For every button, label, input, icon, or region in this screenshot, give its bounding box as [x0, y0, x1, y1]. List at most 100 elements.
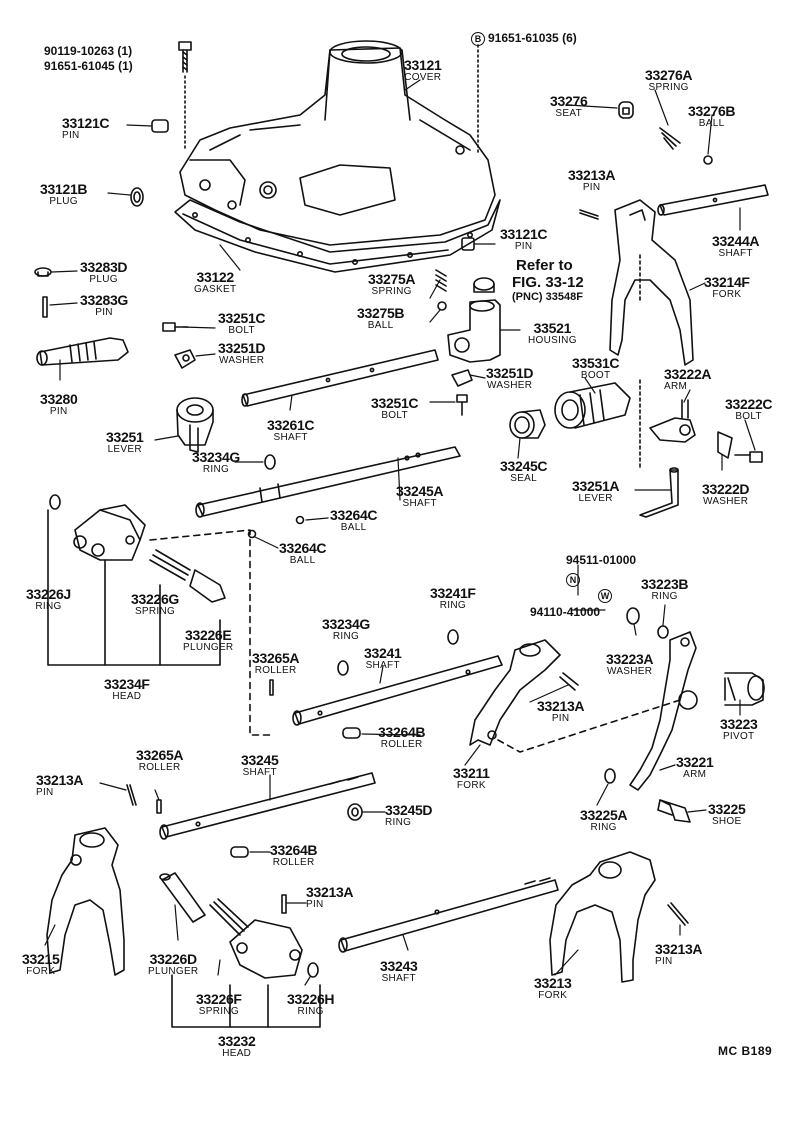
b-marker-icon: B — [471, 31, 485, 46]
reference-note: Refer to FIG. 33-12 (PNC) 33548F — [512, 257, 584, 303]
bolt-left-partnumbers: 90119-10263 (1) 91651-61045 (1) — [44, 44, 133, 74]
bolt-left-pn-2: 91651-61045 (1) — [44, 59, 133, 73]
cover-bolts — [178, 41, 479, 156]
cover-part — [179, 40, 496, 246]
center-upper-parts — [435, 237, 501, 416]
ring-33234g — [264, 454, 276, 470]
head-33232-group — [159, 872, 321, 1028]
upper-left-small-parts — [34, 119, 196, 369]
bolt-left-pn-1: 90119-10263 (1) — [44, 44, 133, 58]
reference-line-2: FIG. 33-12 — [512, 273, 584, 291]
n-marker-icon: N — [566, 573, 580, 587]
fork-33215 — [46, 827, 125, 976]
head-33234F-group — [47, 494, 271, 736]
fork-33211 — [469, 639, 681, 753]
seal-boot-arm — [509, 382, 763, 518]
shaft-33243 — [338, 877, 559, 953]
shaft-33245 — [126, 772, 376, 858]
w-part-number: 94511-01000 — [566, 553, 637, 567]
lower-right-parts — [604, 607, 765, 823]
shaft-33241 — [269, 629, 503, 739]
leader-lines — [44, 79, 756, 986]
bolt-right-pn: 91651-61035 (6) — [488, 31, 577, 45]
diagram-code: MC B189 — [718, 1044, 773, 1058]
shaft-33245A — [195, 446, 461, 539]
gasket-part — [174, 199, 501, 273]
upper-right-parts — [579, 101, 769, 471]
w-marker-icon: W — [598, 589, 612, 603]
shaft-33261C — [241, 349, 439, 407]
lever-33251 — [176, 397, 214, 453]
reference-line-3: (PNC) 33548F — [512, 291, 583, 303]
reference-line-1: Refer to — [516, 257, 573, 274]
fork-33213 — [549, 851, 689, 983]
n-part-number: 94110-41000 — [530, 605, 601, 619]
